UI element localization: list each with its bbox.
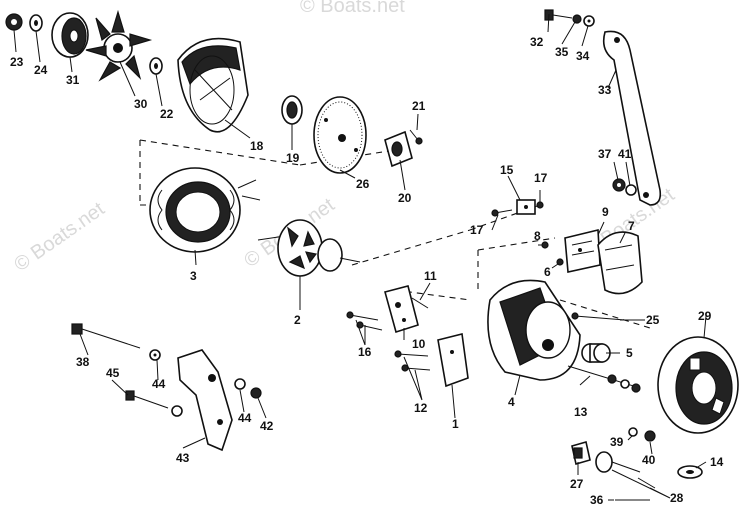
callout-11: 11: [424, 269, 437, 283]
callout-7: 7: [628, 219, 635, 233]
callout-10: 10: [412, 337, 426, 351]
callout-33: 33: [598, 83, 612, 97]
part-19-bearing: [281, 95, 303, 125]
part-8-screw: [541, 241, 549, 249]
assembly-lines: [139, 139, 651, 329]
callout-40: 40: [642, 453, 656, 467]
callout-35: 35: [555, 45, 569, 59]
part-9-regulator: [564, 228, 601, 273]
part-5-bushing: [581, 343, 611, 363]
part-7-cover: [597, 231, 643, 295]
callout-5: 5: [626, 346, 633, 360]
callout-36: 36: [590, 493, 604, 507]
callout-30: 30: [134, 97, 148, 111]
callout-1: 1: [452, 417, 459, 431]
callout-31: 31: [66, 73, 80, 87]
part-44-washer-upper: [149, 349, 161, 361]
part-13-terminal-stud: [567, 365, 641, 393]
callout-6: 6: [544, 265, 551, 279]
part-34-washer: [583, 15, 595, 27]
part-41-washer: [625, 184, 637, 196]
part-14-washer: [677, 465, 703, 479]
part-35-washer: [572, 14, 582, 24]
part-31-pulley: [51, 12, 89, 58]
callout-34: 34: [576, 49, 590, 63]
part-44-washer-right: [234, 378, 246, 390]
callout-25: 25: [646, 313, 660, 327]
part-40-nut: [644, 430, 656, 442]
part-45-bolt: [125, 390, 169, 409]
callout-38: 38: [76, 355, 90, 369]
callout-14: 14: [710, 455, 724, 469]
callout-23: 23: [10, 55, 24, 69]
callout-4: 4: [508, 395, 515, 409]
part-6-screw: [556, 258, 564, 266]
callout-19: 19: [286, 151, 300, 165]
callout-39: 39: [610, 435, 624, 449]
callout-17-lower: 17: [470, 223, 484, 237]
part-43-mount-bracket: [177, 349, 233, 452]
callout-42: 42: [260, 419, 274, 433]
part-25-through-bolt: [571, 312, 626, 321]
callout-37: 37: [598, 147, 612, 161]
callout-12: 12: [414, 401, 428, 415]
callout-13: 13: [574, 405, 588, 419]
callout-26: 26: [356, 177, 370, 191]
part-26-retainer-plate: [313, 96, 367, 174]
callout-24: 24: [34, 63, 48, 77]
callout-29: 29: [698, 309, 712, 323]
part-44-washer-lower: [171, 405, 183, 417]
watermark-top: © Boats.net: [300, 0, 405, 17]
part-29-end-frame: [657, 336, 739, 434]
callout-44-left: 44: [152, 377, 166, 391]
callout-labels: 23 24 31 30 22 18 19 26 21 20 32 35 34 3…: [10, 35, 724, 507]
callout-2: 2: [294, 313, 301, 327]
part-15-terminal: [516, 199, 536, 215]
callout-45: 45: [106, 366, 120, 380]
part-22-spacer: [149, 57, 163, 75]
part-30-fan: [85, 9, 153, 82]
part-4-rear-housing: [487, 279, 581, 381]
callout-9: 9: [602, 205, 609, 219]
part-42-nut: [250, 387, 262, 399]
callout-18: 18: [250, 139, 264, 153]
callout-28: 28: [670, 491, 684, 505]
part-37-nut: [612, 178, 626, 192]
callout-20: 20: [398, 191, 412, 205]
callout-41: 41: [618, 147, 632, 161]
part-21-screw: [409, 129, 423, 145]
part-10-brush-holder: [384, 285, 419, 334]
part-17-screw-b: [491, 209, 513, 217]
callout-43: 43: [176, 451, 190, 465]
callout-21: 21: [412, 99, 426, 113]
callout-27: 27: [570, 477, 584, 491]
part-39-washer: [628, 427, 638, 437]
callout-3: 3: [190, 269, 197, 283]
callout-32: 32: [530, 35, 544, 49]
part-11-brush: [411, 297, 429, 309]
callout-22: 22: [160, 107, 174, 121]
part-20-cover-plate: [384, 130, 413, 168]
part-28-terminal-assembly: [595, 451, 656, 489]
part-12-screws: [394, 350, 431, 372]
callout-16: 16: [358, 345, 372, 359]
watermark-left: © Boats.net: [10, 198, 109, 276]
part-17-screw-a: [536, 201, 544, 209]
part-27-plug: [571, 440, 591, 466]
leader-lines: [13, 13, 707, 501]
part-24-washer: [29, 14, 43, 32]
part-23-nut: [5, 13, 23, 31]
part-2-rotor: [257, 219, 361, 277]
callout-15: 15: [500, 163, 514, 177]
part-38-long-bolt: [71, 323, 141, 349]
part-1-bracket: [437, 333, 469, 388]
callout-8: 8: [534, 229, 541, 243]
callout-44-right: 44: [238, 411, 252, 425]
callout-17-upper: 17: [534, 171, 548, 185]
part-18-front-housing: [177, 37, 249, 133]
part-33-adjusting-brace: [602, 30, 662, 206]
part-3-stator: [149, 167, 261, 253]
